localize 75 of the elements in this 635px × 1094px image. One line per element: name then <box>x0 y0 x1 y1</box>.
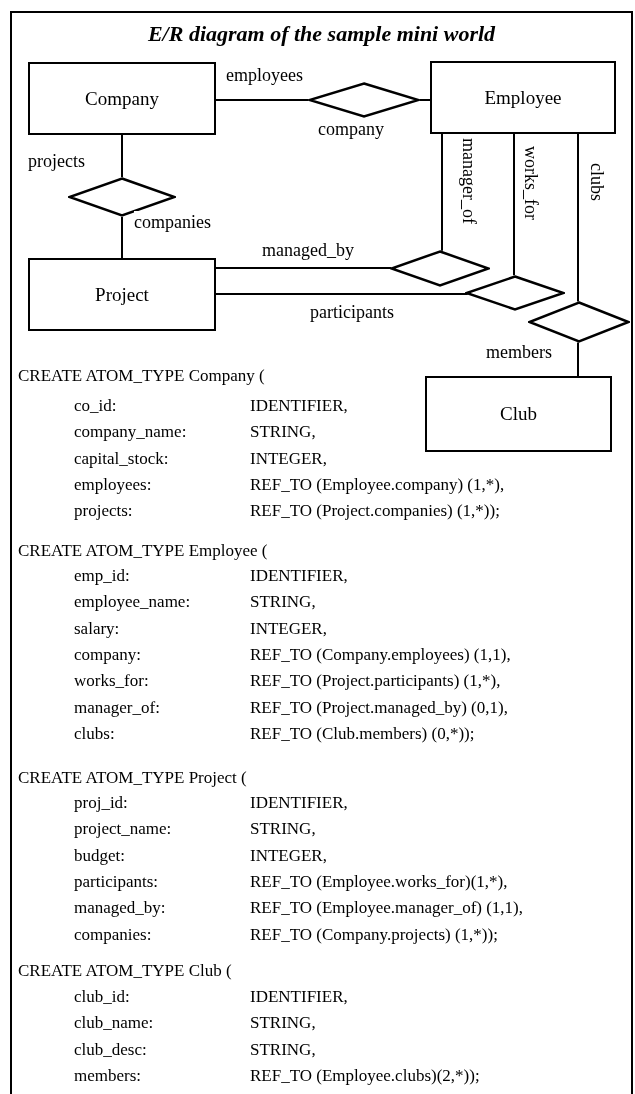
field-type: REF_TO (Employee.manager_of) (1,1), <box>250 897 524 920</box>
field-type: REF_TO (Employee.company) (1,*), <box>250 473 505 496</box>
field-type: IDENTIFIER, <box>250 986 348 1008</box>
field-name: employees: <box>74 473 152 496</box>
field-type: REF_TO (Employee.clubs)(2,*)); <box>250 1064 480 1087</box>
relationship-diamond <box>390 250 490 287</box>
code-line: CREATE ATOM_TYPE Company ( <box>18 365 265 387</box>
relationship-diamond <box>308 82 420 118</box>
field-type: INTEGER, <box>250 844 327 867</box>
field-name: members: <box>74 1064 142 1087</box>
field-name: company_name: <box>74 421 187 444</box>
field-name: works_for: <box>74 670 149 693</box>
entity-box <box>28 258 216 331</box>
field-name: club_desc: <box>74 1038 147 1061</box>
field-name: participants: <box>74 870 159 893</box>
field-type: REF_TO (Employee.works_for)(1,*), <box>250 870 508 893</box>
diagram-title: E/R diagram of the sample mini world <box>146 20 497 48</box>
entity-name: Club <box>500 402 537 426</box>
field-name: salary: <box>74 617 120 640</box>
field-type: REF_TO (Company.employees) (1,1), <box>250 643 511 666</box>
entity-name: Company <box>85 86 159 111</box>
field-type: IDENTIFIER, <box>250 565 348 587</box>
connector-line <box>215 267 393 269</box>
connector-line <box>577 133 579 303</box>
field-name: clubs: <box>74 722 115 745</box>
field-type: STRING, <box>250 1012 316 1035</box>
entity-box <box>430 61 616 134</box>
field-name: projects: <box>74 500 133 523</box>
field-name: budget: <box>74 844 125 867</box>
connector-line <box>419 99 431 101</box>
entity-name: Project <box>95 282 149 307</box>
field-name: proj_id: <box>74 792 128 814</box>
role-label: companies <box>134 211 211 233</box>
field-type: STRING, <box>250 818 316 841</box>
field-name: company: <box>74 643 142 666</box>
field-type: IDENTIFIER, <box>250 395 348 417</box>
field-type: INTEGER, <box>250 617 327 640</box>
field-type: REF_TO (Project.companies) (1,*)); <box>250 500 500 523</box>
entity-name: Employee <box>484 85 562 110</box>
field-type: INTEGER, <box>250 447 327 470</box>
field-type: REF_TO (Project.managed_by) (0,1), <box>250 696 508 719</box>
field-type: STRING, <box>250 421 316 444</box>
field-name: co_id: <box>74 395 117 417</box>
code-line: CREATE ATOM_TYPE Employee ( <box>18 540 268 562</box>
field-type: STRING, <box>250 1038 316 1061</box>
field-type: STRING, <box>250 591 316 614</box>
connector-line <box>215 99 309 101</box>
relationship-diamond <box>528 301 630 343</box>
field-type: IDENTIFIER, <box>250 792 348 814</box>
field-name: capital_stock: <box>74 447 169 470</box>
connector-line <box>121 134 123 178</box>
entity-box <box>425 376 612 452</box>
field-name: managed_by: <box>74 897 166 920</box>
connector-line <box>441 133 443 252</box>
role-label: manager_of <box>458 138 480 224</box>
field-name: companies: <box>74 923 152 946</box>
field-name: project_name: <box>74 818 172 841</box>
connector-line <box>513 133 515 277</box>
role-label: works_for <box>520 146 542 220</box>
field-type: REF_TO (Club.members) (0,*)); <box>250 722 475 745</box>
connector-line <box>121 216 123 259</box>
entity-box <box>28 62 216 135</box>
field-type: REF_TO (Project.participants) (1,*), <box>250 670 501 693</box>
code-line: CREATE ATOM_TYPE Project ( <box>18 767 247 789</box>
connector-line <box>215 293 469 295</box>
relationship-diamond <box>465 275 565 311</box>
field-name: manager_of: <box>74 696 160 719</box>
field-name: club_name: <box>74 1012 154 1035</box>
relationship-diamond <box>68 177 176 217</box>
field-name: employee_name: <box>74 591 191 614</box>
field-type: REF_TO (Company.projects) (1,*)); <box>250 923 498 946</box>
field-name: emp_id: <box>74 565 130 587</box>
code-line: CREATE ATOM_TYPE Club ( <box>18 960 232 982</box>
field-name: club_id: <box>74 986 130 1008</box>
connector-line <box>577 341 579 377</box>
